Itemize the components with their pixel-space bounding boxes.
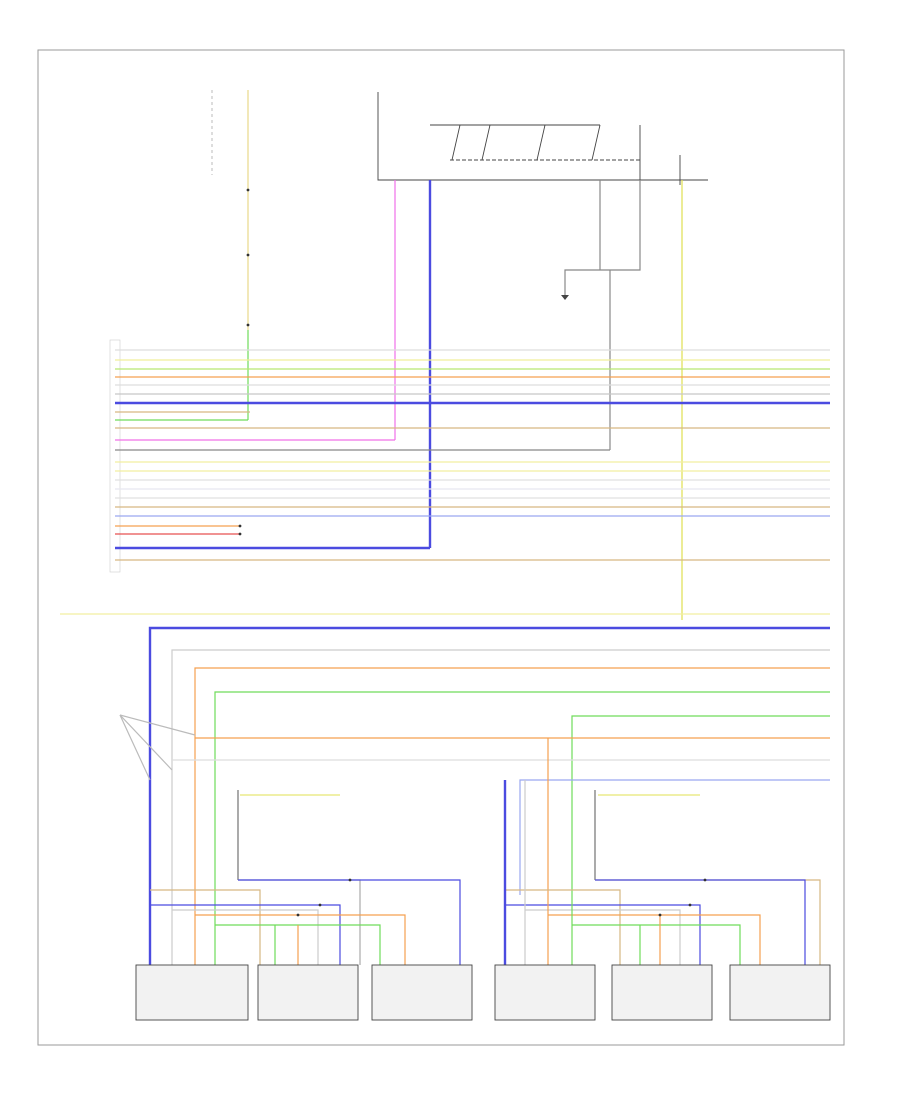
- right-rear-door-lamp-2: [611, 964, 713, 1021]
- splice-dot: [238, 524, 242, 528]
- switch-contact: [536, 124, 546, 161]
- right-lamp-wiring: [503, 780, 821, 965]
- harness-blue: [148, 626, 830, 965]
- right-rear-door-lamp-1: [494, 964, 596, 1021]
- lamp-wire: [150, 904, 341, 965]
- horizontal-bus-wires: [115, 349, 830, 561]
- splice-dot: [238, 532, 242, 536]
- lamp-wire: [525, 909, 681, 965]
- ground-icon: [561, 295, 569, 300]
- splice-dot: [658, 913, 662, 917]
- splice-dot: [246, 253, 250, 257]
- splice-dot: [246, 323, 250, 327]
- ground-wire: [564, 180, 641, 295]
- lamp-wire: [572, 924, 741, 965]
- lamp-wire: [215, 924, 381, 965]
- diagram-frame: [37, 49, 845, 1046]
- left-rear-door-lamp-2: [257, 964, 359, 1021]
- control-module-top: [377, 92, 708, 620]
- lamp-wire: [238, 879, 461, 965]
- lamp-wire: [505, 889, 621, 965]
- module-outline: [377, 92, 708, 181]
- component-boxes: [135, 964, 831, 1021]
- right-rear-door-lamp-3: [729, 964, 831, 1021]
- lamp-wire: [595, 879, 821, 965]
- switch-contact: [591, 124, 601, 161]
- lamp-wire: [595, 879, 806, 965]
- switch-contact: [481, 124, 491, 161]
- pointer-line: [119, 714, 173, 771]
- harness-orange: [194, 667, 830, 965]
- left-lamp-wiring: [150, 878, 461, 965]
- left-module-connector: [109, 339, 121, 573]
- lamp-wire: [195, 914, 406, 965]
- lamp-wire: [150, 889, 261, 965]
- splice-dot: [688, 903, 692, 907]
- harness-blue-right: [519, 779, 830, 895]
- lamp-wire: [238, 879, 361, 965]
- splice-dot: [318, 903, 322, 907]
- lamp-wire: [548, 914, 761, 965]
- splice-dot: [348, 878, 352, 882]
- splice-dot: [296, 913, 300, 917]
- harness-green: [214, 691, 830, 965]
- harness-green-right: [571, 715, 830, 900]
- pointer-line: [119, 714, 196, 736]
- left-rear-door-lamp-3: [371, 964, 473, 1021]
- connector-body: [109, 339, 121, 573]
- lamp-wire: [172, 909, 319, 965]
- switch-contact: [451, 124, 461, 161]
- left-rear-door-lamp-1: [135, 964, 249, 1021]
- splice-dot: [703, 878, 707, 882]
- top-fuse-section: [211, 90, 250, 420]
- harness-grey: [171, 649, 830, 965]
- splice-dot: [246, 188, 250, 192]
- lower-harness: [119, 626, 830, 965]
- pointer-line: [119, 714, 151, 781]
- lamp-wire: [505, 904, 701, 965]
